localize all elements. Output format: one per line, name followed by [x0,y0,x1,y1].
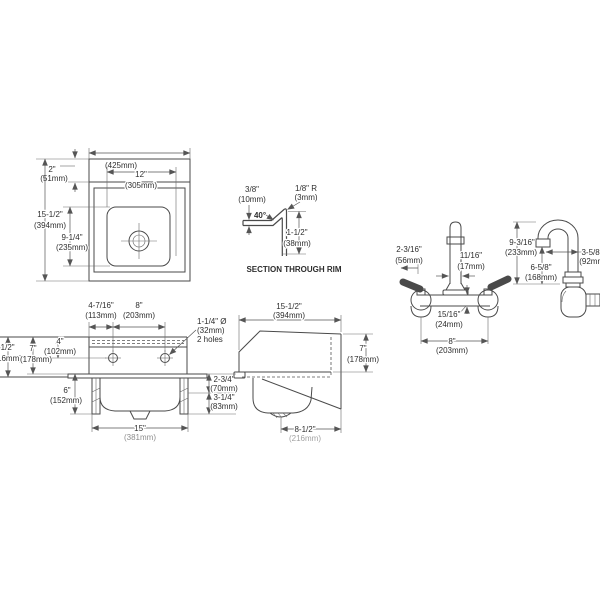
front-bracket-right [179,377,189,415]
plan-bowl-outline [106,206,171,267]
plan-ledge-mm-label: (51mm) [40,174,68,183]
front-rim [67,373,208,379]
side-drain-in-label: 8-1/2" [294,425,315,434]
faucet-spout [442,221,469,296]
rim-angle-arrow [265,213,274,221]
side-apron-in-label: 7" [359,344,366,353]
front-faucet-hole-left [105,350,121,366]
front-apron-in-label: 7" [29,344,36,353]
gooseneck-aerator [535,238,551,248]
rim-thickness-in-label: 3/8" [245,185,259,194]
faucet-centers-in-label: 8" [448,337,455,346]
rim-radius-in-label: 1/8" R [295,184,317,193]
front-width-in-label: 15" [134,424,146,433]
faucet-handle-reach-mm-label: (56mm) [395,256,423,265]
side-drain-mm-label: (216mm) [289,434,321,443]
plan-fixture-outline [88,158,191,282]
side-drain [269,412,292,419]
front-rim-to-mid-mm-label: (70mm) [210,384,238,393]
gooseneck-reach-mm-label: (92mm) [579,257,600,266]
rim-thickness-mm-label: (10mm) [238,195,266,204]
gooseneck-wall-mount [560,286,600,318]
plan-depth-mm-label: (394mm) [34,221,66,230]
rim-radius-mm-label: (3mm) [294,193,317,202]
front-holes-note-line1: 1-1/4" Ø [197,317,227,326]
faucet-handle-reach-in-label: 2-3/16" [396,245,422,254]
plan-drain [121,223,157,259]
front-mid-to-bottom-mm-label: (83mm) [210,402,238,411]
plan-depth-in-label: 15-1/2" [37,210,63,219]
gooseneck-spout [535,219,584,288]
rim-height-mm-label: (38mm) [283,239,311,248]
front-bowl-height-in-label: 6" [63,386,70,395]
faucet-right-handle [477,275,512,318]
front-left-clipped-mm-label: 16mm) [0,354,22,363]
front-drain-fitting [129,410,151,420]
plan-ledge-in-label: 2" [48,165,55,174]
front-mid-to-bottom-in-label: 3-1/4" [213,393,234,402]
rim-height-in-label: 1-1/2" [286,228,307,237]
gooseneck-reach-in-label: 3-5/8" [581,248,600,257]
front-left-clipped-in-label: -1/2" [0,343,15,352]
faucet-centers-mm-label: (203mm) [436,346,468,355]
side-underside-slope [261,378,342,410]
plan-deck-inner [93,187,186,273]
front-hole-drop-mm-label: (102mm) [44,347,76,356]
front-rim-to-mid-in-label: 2-3/4" [213,375,234,384]
front-hole-offset-in-label: 4-7/16" [88,301,114,310]
plan-bowl-depth-in-label: 9-1/4" [61,233,82,242]
rim-radius-leader [287,201,301,210]
gooseneck-outlet-in-label: 6-5/8" [530,263,551,272]
rim-section-view: 3/8" (10mm) 1/8" R (3mm) 40° 1-1/2" (38m… [237,183,343,276]
gooseneck-outlet-mm-label: (168mm) [525,273,557,282]
front-view: 4-7/16" (113mm) 8" (203mm) 1-1/4" Ø (32m… [0,300,239,443]
front-hole-offset-mm-label: (113mm) [85,311,117,320]
rim-section-caption: SECTION THROUGH RIM [246,265,341,274]
front-hole-drop-in-label: 4" [56,337,63,346]
side-depth-in-label: 15-1/2" [276,302,302,311]
plan-bowl-width-in-label: 12" [135,170,147,179]
faucet-base-mm-label: (24mm) [435,320,463,329]
faucet-left-handle [399,278,432,318]
faucet-spout-dia-in-label: 11/16" [460,251,482,260]
side-bowl-outline [252,378,313,414]
front-bowl-height-mm-label: (152mm) [50,396,82,405]
side-depth-mm-label: (394mm) [273,311,305,320]
front-bowl-outline [99,378,181,412]
side-rim-lip [233,371,246,379]
front-hole-spacing-mm-label: (203mm) [123,311,155,320]
front-hole-spacing-in-label: 8" [135,301,142,310]
side-apron-mm-label: (178mm) [347,355,379,364]
front-holes-note-leader [169,329,197,355]
gooseneck-height-mm-label: (233mm) [505,248,537,257]
plan-bowl-width-mm-label: (305mm) [125,181,157,190]
rim-profile-outer [243,208,288,256]
faucet-spout-dia-mm-label: (17mm) [457,262,485,271]
plan-view: (425mm) 12" (305mm) 2" (51mm) 15-1/2" (3… [33,148,191,282]
gooseneck-height-in-label: 9-3/16" [509,238,535,247]
side-body-outline [238,330,342,373]
plan-width-mm-label: (425mm) [105,161,137,170]
faucet-side-view: 9-3/16" (233mm) 6-5/8" (168mm) 3-5/8" (9… [504,219,600,318]
rim-profile-inner [243,217,283,256]
faucet-front-view: 2-3/16" (56mm) 11/16" (17mm) 15/16" (24m… [394,221,512,356]
front-faucet-hole-right [157,350,173,366]
front-holes-note-line3: 2 holes [197,335,223,344]
rim-angle-label: 40° [254,211,266,220]
front-width-mm-label: (381mm) [124,433,156,442]
front-apron-mm-label: (178mm) [20,355,52,364]
faucet-base-in-label: 15/16" [438,310,461,319]
side-view: 15-1/2" (394mm) 7" (178mm) 8-1/2" (216mm… [233,301,381,444]
front-holes-note-line2: (32mm) [197,326,225,335]
plan-bowl-depth-mm-label: (235mm) [56,243,88,252]
front-bracket-left [91,377,101,415]
